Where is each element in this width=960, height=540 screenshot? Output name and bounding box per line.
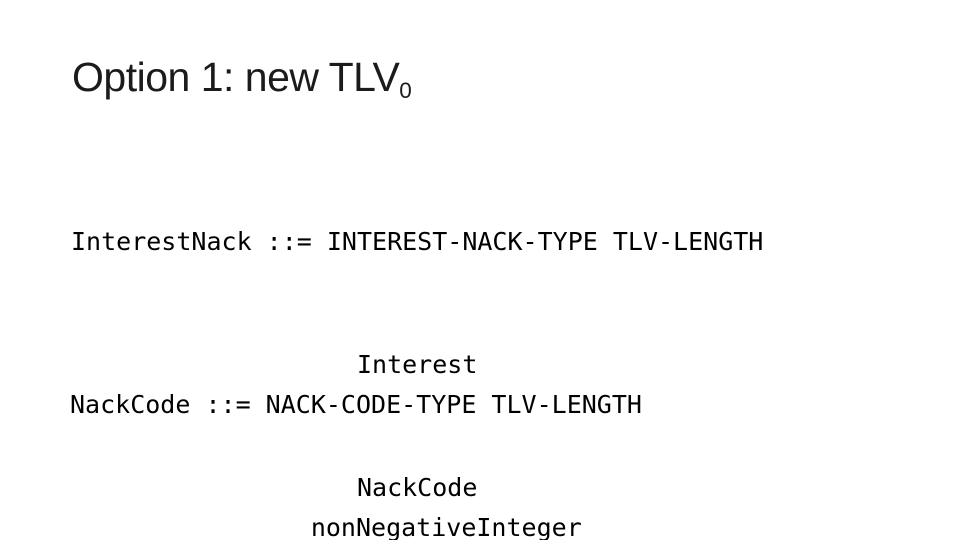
code-line: nonNegativeInteger bbox=[70, 513, 582, 540]
tlv-definition-nack-code: NackCode ::= NACK-CODE-TYPE TLV-LENGTH n… bbox=[70, 302, 642, 540]
code-line: Interest bbox=[71, 350, 478, 379]
slide-title-subscript: 0 bbox=[399, 78, 412, 103]
code-line: NackCode bbox=[71, 473, 478, 502]
code-line: NackCode ::= NACK-CODE-TYPE TLV-LENGTH bbox=[70, 390, 642, 419]
slide-title: Option 1: new TLV0 bbox=[72, 56, 412, 105]
slide-title-text: Option 1: new TLV bbox=[72, 54, 400, 100]
tlv-definition-interest-nack: InterestNack ::= INTEREST-NACK-TYPE TLV-… bbox=[71, 139, 763, 540]
code-line: InterestNack ::= INTEREST-NACK-TYPE TLV-… bbox=[71, 227, 764, 256]
